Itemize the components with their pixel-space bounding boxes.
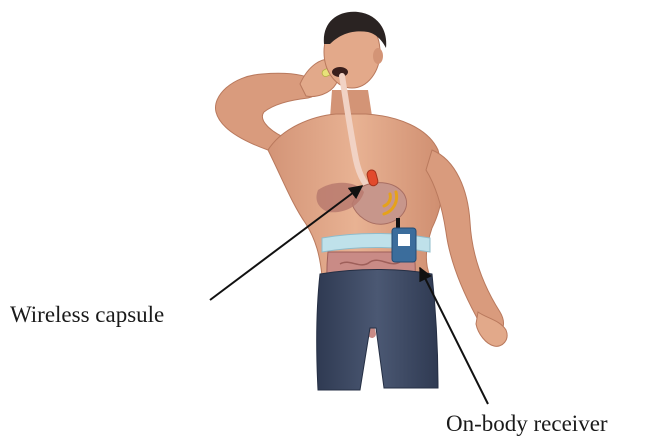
- shorts: [317, 270, 438, 391]
- on-body-receiver-label: On-body receiver: [446, 412, 608, 435]
- wireless-capsule-label: Wireless capsule: [10, 303, 164, 326]
- hanging-arm: [426, 150, 503, 334]
- person-figure: [215, 12, 507, 390]
- ear: [373, 48, 383, 64]
